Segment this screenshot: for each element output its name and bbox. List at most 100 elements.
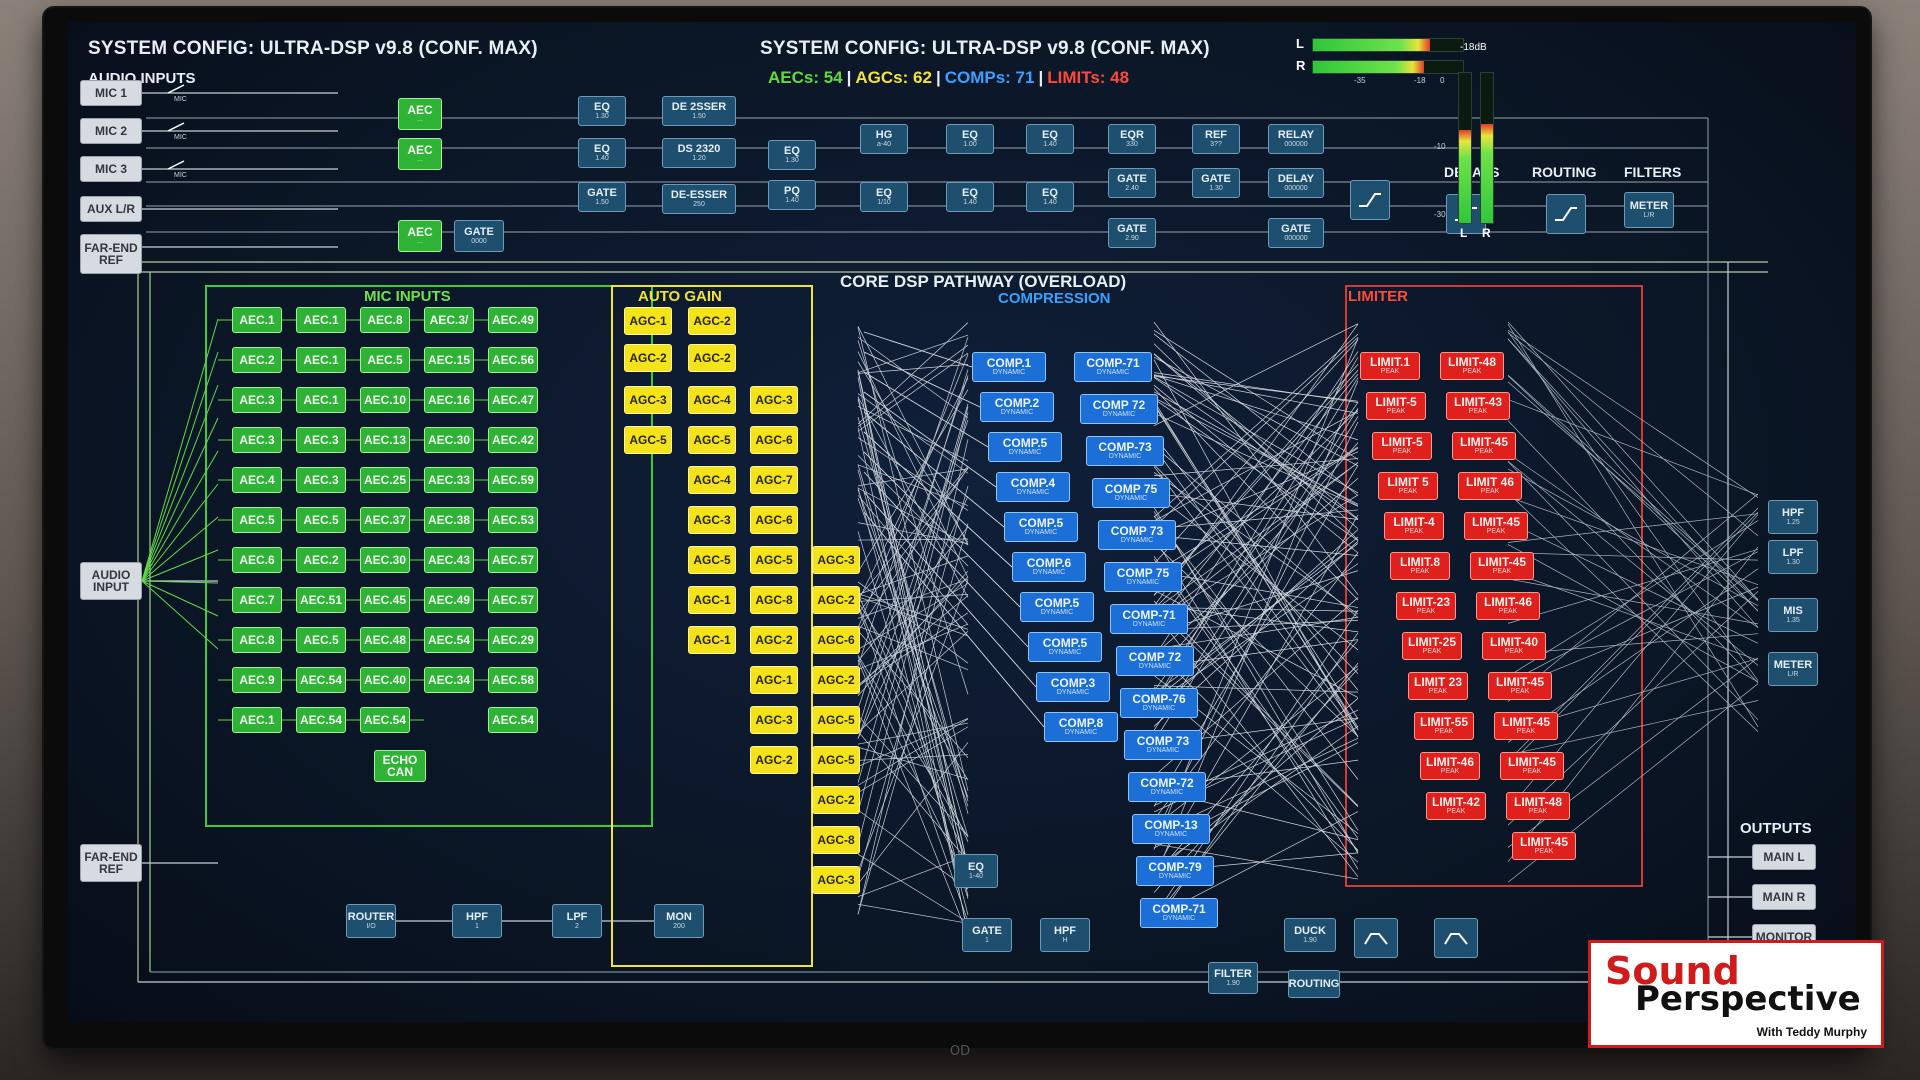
aec-block[interactable]: AEC.38 (424, 507, 474, 533)
aec-block[interactable]: AEC.42 (488, 427, 538, 453)
aec-block[interactable]: AEC.3 (296, 427, 346, 453)
agc-block[interactable]: AGC-2 (812, 586, 860, 614)
aec-block[interactable]: AEC.3 (296, 467, 346, 493)
agc-block[interactable]: AGC-5 (812, 706, 860, 734)
agc-block[interactable]: AGC-3 (812, 546, 860, 574)
agc-block[interactable]: AGC-1 (688, 626, 736, 654)
agc-block[interactable]: AGC-2 (750, 626, 798, 654)
aec-block[interactable]: AEC.40 (360, 667, 410, 693)
aec-block[interactable]: AEC.34 (424, 667, 474, 693)
agc-block[interactable]: AGC-5 (688, 426, 736, 454)
aec-block[interactable]: AEC.1 (232, 707, 282, 733)
aec-block[interactable]: AEC.30 (360, 547, 410, 573)
aec-block[interactable]: AEC.54 (296, 707, 346, 733)
aec-block[interactable]: AEC.29 (488, 627, 538, 653)
delay-icon[interactable] (1350, 180, 1390, 220)
aec-block[interactable]: AEC.8 (360, 307, 410, 333)
aec-block[interactable]: AEC.25 (360, 467, 410, 493)
agc-block[interactable]: AGC-1 (750, 666, 798, 694)
aec-block[interactable]: AEC.3 (232, 427, 282, 453)
agc-block[interactable]: AGC-3 (624, 386, 672, 414)
aec-block[interactable]: AEC.49 (488, 307, 538, 333)
aec-block[interactable]: AEC.58 (488, 667, 538, 693)
side-input-1[interactable]: AUDIO INPUT (80, 562, 142, 600)
agc-block[interactable]: AGC-2 (812, 666, 860, 694)
aec-block[interactable]: AEC.1 (296, 307, 346, 333)
input-4[interactable]: AUX L/R (80, 196, 142, 222)
input-2[interactable]: MIC 2 (80, 118, 142, 144)
aec-block[interactable]: AEC.2 (232, 347, 282, 373)
aec-block[interactable]: AEC.54 (424, 627, 474, 653)
aec-block[interactable]: AEC.13 (360, 427, 410, 453)
agc-block[interactable]: AGC-2 (688, 344, 736, 372)
output-2[interactable]: MAIN R (1752, 884, 1816, 910)
side-input-2[interactable]: FAR-END REF (80, 844, 142, 882)
input-1[interactable]: MIC 1 (80, 80, 142, 106)
top-block-2[interactable]: AEC... (398, 138, 442, 170)
aec-block[interactable]: AEC.51 (296, 587, 346, 613)
aec-block[interactable]: AEC.45 (360, 587, 410, 613)
agc-block[interactable]: AGC-2 (688, 307, 736, 335)
aec-block[interactable]: AEC.3/ (424, 307, 474, 333)
aec-block[interactable]: AEC.6 (232, 547, 282, 573)
agc-block[interactable]: AGC-8 (812, 826, 860, 854)
agc-block[interactable]: AGC-3 (688, 506, 736, 534)
agc-block[interactable]: AGC-2 (750, 746, 798, 774)
input-3[interactable]: MIC 3 (80, 156, 142, 182)
aec-block[interactable]: AEC.37 (360, 507, 410, 533)
aec-block[interactable]: AEC.57 (488, 587, 538, 613)
aec-block[interactable]: AEC.49 (424, 587, 474, 613)
aec-block[interactable]: AEC.15 (424, 347, 474, 373)
input-5[interactable]: FAR-END REF (80, 234, 142, 274)
aec-block[interactable]: AEC.48 (360, 627, 410, 653)
agc-block[interactable]: AGC-6 (812, 626, 860, 654)
output-1[interactable]: MAIN L (1752, 844, 1816, 870)
agc-block[interactable]: AGC-3 (812, 866, 860, 894)
agc-block[interactable]: AGC-3 (750, 386, 798, 414)
aec-block[interactable]: AEC.56 (488, 347, 538, 373)
